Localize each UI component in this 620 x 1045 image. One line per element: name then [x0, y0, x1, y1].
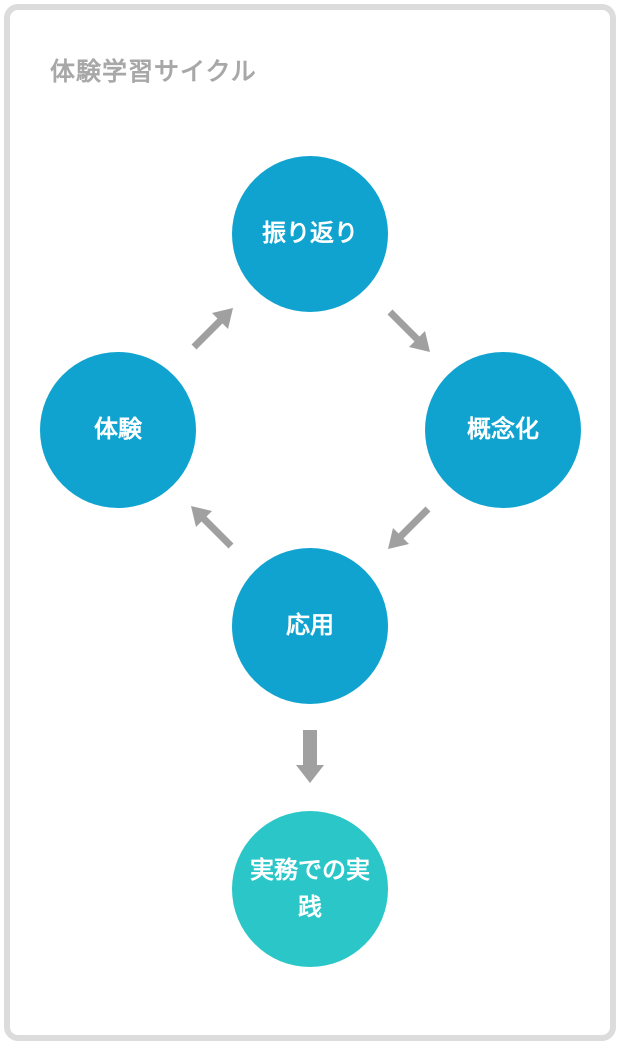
node-application: 応用 [232, 548, 388, 704]
node-conceptualization: 概念化 [425, 352, 581, 508]
diagram-title: 体験学習サイクル [50, 57, 257, 86]
node-reflection: 振り返り [232, 156, 388, 312]
node-practice: 実務での実践 [232, 811, 388, 967]
node-experience: 体験 [40, 352, 196, 508]
